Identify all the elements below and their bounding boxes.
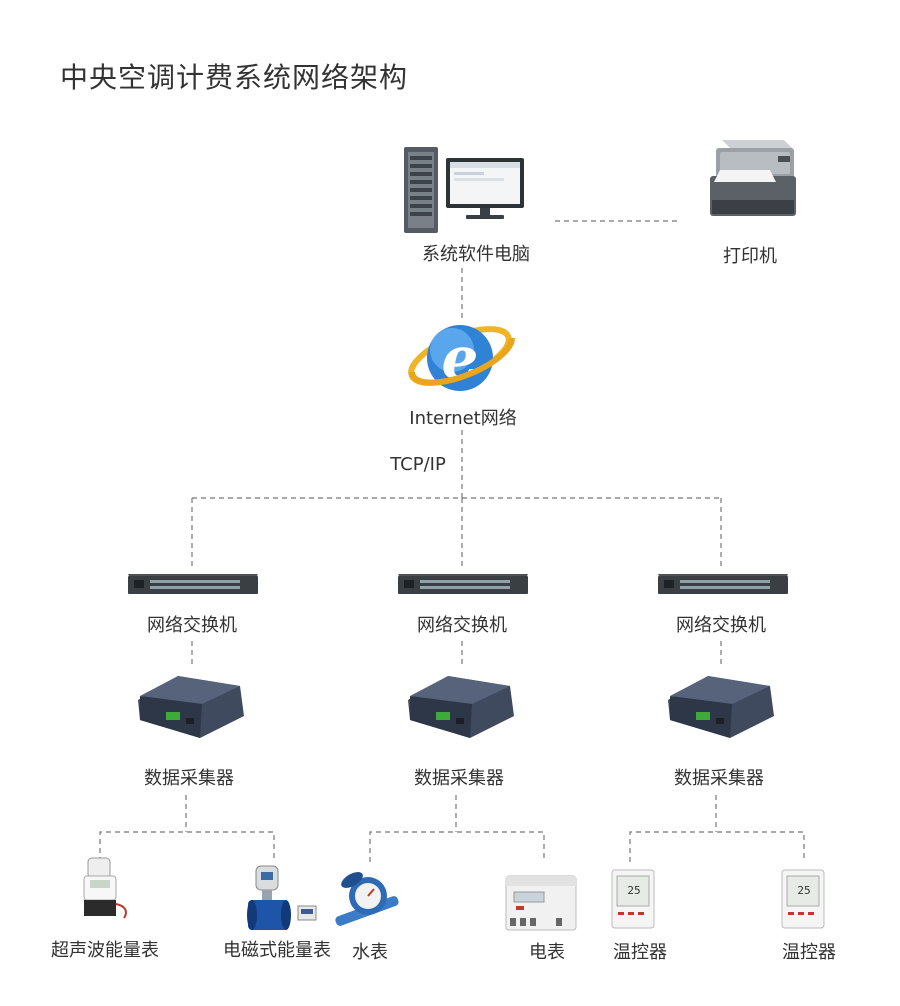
printer-icon (710, 140, 796, 216)
collector-2-label: 数据采集器 (414, 768, 504, 789)
internet-label: Internet网络 (409, 408, 517, 429)
switch-2-label: 网络交换机 (417, 615, 507, 636)
collector-1-label: 数据采集器 (144, 768, 234, 789)
collector-2-icon (408, 676, 514, 738)
server-computer-icon (404, 147, 524, 233)
thermostat-1-label: 温控器 (613, 942, 667, 963)
em-meter-label: 电磁式能量表 (223, 940, 331, 961)
page-title: 中央空调计费系统网络架构 (60, 61, 409, 94)
computer-label: 系统软件电脑 (422, 244, 530, 265)
printer-label: 打印机 (723, 246, 777, 267)
electric-meter-label: 电表 (529, 942, 565, 963)
thermostat-1-icon: 25 (611, 869, 655, 929)
electric-meter-icon (505, 875, 577, 931)
collector-3-icon (668, 676, 774, 738)
water-meter-icon (335, 872, 399, 926)
connector-lines (99, 220, 805, 862)
svg-text:25: 25 (627, 884, 640, 897)
em-meter-icon (247, 865, 317, 930)
protocol-label: TCP/IP (390, 454, 446, 475)
svg-text:25: 25 (797, 884, 810, 897)
switch-1-icon (128, 574, 258, 594)
thermostat-2-icon: 25 (781, 869, 825, 929)
switch-1-label: 网络交换机 (147, 615, 237, 636)
water-meter-label: 水表 (352, 942, 388, 963)
ultrasonic-meter-icon (83, 857, 127, 919)
ultrasonic-meter-label: 超声波能量表 (51, 940, 159, 961)
internet-globe-icon: e (408, 324, 516, 392)
switch-3-label: 网络交换机 (676, 615, 766, 636)
collector-1-icon (138, 676, 244, 738)
collector-3-label: 数据采集器 (674, 768, 764, 789)
switch-2-icon (398, 574, 528, 594)
collector-1-bracket (99, 831, 275, 862)
switch-3-icon (658, 574, 788, 594)
collector-2-bracket (369, 831, 545, 862)
collector-3-bracket (629, 831, 805, 862)
thermostat-2-label: 温控器 (782, 942, 836, 963)
